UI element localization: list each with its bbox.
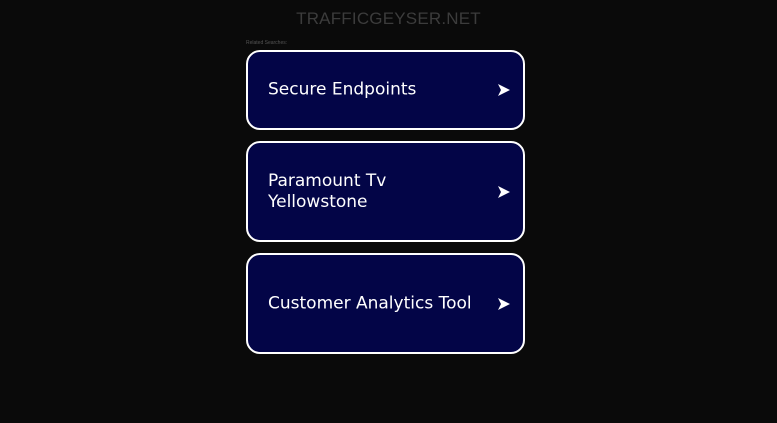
related-search-link-secure-endpoints[interactable]: Secure Endpoints bbox=[246, 50, 525, 130]
related-search-link-customer-analytics-tool[interactable]: Customer Analytics Tool bbox=[246, 253, 525, 354]
arrow-right-icon bbox=[498, 185, 510, 198]
arrow-right-icon bbox=[498, 297, 510, 310]
related-search-label: Secure Endpoints bbox=[268, 79, 417, 100]
arrow-right-icon bbox=[498, 84, 510, 96]
site-title: TRAFFICGEYSER.NET bbox=[296, 9, 481, 28]
related-search-label: Paramount Tv Yellowstone bbox=[268, 170, 387, 212]
related-searches-label: Related Searches: bbox=[246, 40, 288, 46]
related-search-link-paramount-tv-yellowstone[interactable]: Paramount Tv Yellowstone bbox=[246, 141, 525, 242]
related-search-label: Customer Analytics Tool bbox=[268, 293, 472, 313]
